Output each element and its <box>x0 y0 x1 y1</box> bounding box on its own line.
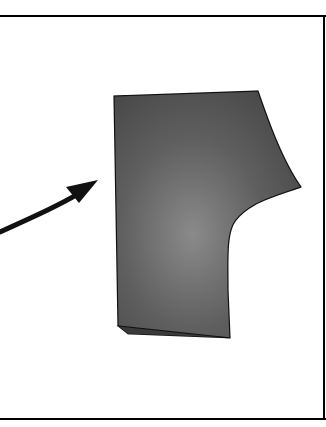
garment-piece-shape <box>114 91 301 338</box>
curved-arrow-icon <box>0 180 98 232</box>
